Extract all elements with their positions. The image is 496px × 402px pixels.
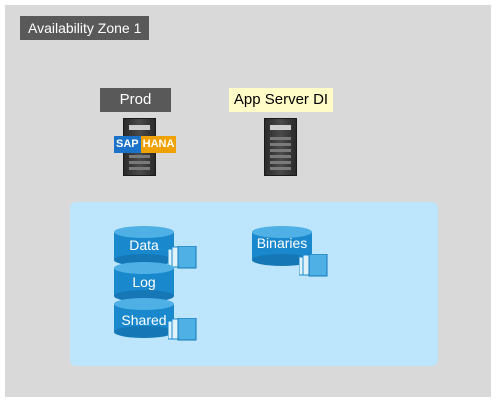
app-server-icon xyxy=(264,118,297,176)
database-icon xyxy=(252,226,312,266)
log-volume: Log xyxy=(114,262,174,302)
server-drive-slot xyxy=(270,143,291,146)
hana-logo-text: HANA xyxy=(140,136,177,153)
server-drive-slot xyxy=(270,167,291,170)
binaries-volume-label: Binaries xyxy=(256,235,308,251)
database-icon xyxy=(114,262,174,302)
log-volume-label: Log xyxy=(132,274,156,290)
server-drive-slot xyxy=(129,155,150,158)
server-drive-slot xyxy=(129,161,150,164)
shared-volume: Shared xyxy=(114,298,174,338)
server-drive-slot xyxy=(270,149,291,152)
server-drive-slot xyxy=(129,125,150,130)
file-stack-icon xyxy=(168,246,197,269)
database-icon xyxy=(114,298,174,338)
sap-hana-logo: SAP HANA xyxy=(114,136,177,153)
file-stack-icon xyxy=(299,254,328,277)
server-drive-slot xyxy=(270,125,291,130)
server-drive-slot xyxy=(270,155,291,158)
shared-volume-label: Shared xyxy=(121,312,167,328)
sap-logo-text: SAP xyxy=(114,136,141,153)
server-drive-slot xyxy=(129,167,150,170)
app-server-label: App Server DI xyxy=(229,88,333,112)
file-stack-icon xyxy=(168,318,197,341)
database-icon xyxy=(114,226,174,266)
data-volume: Data xyxy=(114,226,174,266)
server-drive-slot xyxy=(270,137,291,140)
data-volume-label: Data xyxy=(129,237,159,253)
server-drive-slot xyxy=(270,161,291,164)
binaries-volume: Binaries xyxy=(252,226,312,266)
zone-label: Availability Zone 1 xyxy=(20,16,150,40)
prod-host-label: Prod xyxy=(100,88,171,112)
